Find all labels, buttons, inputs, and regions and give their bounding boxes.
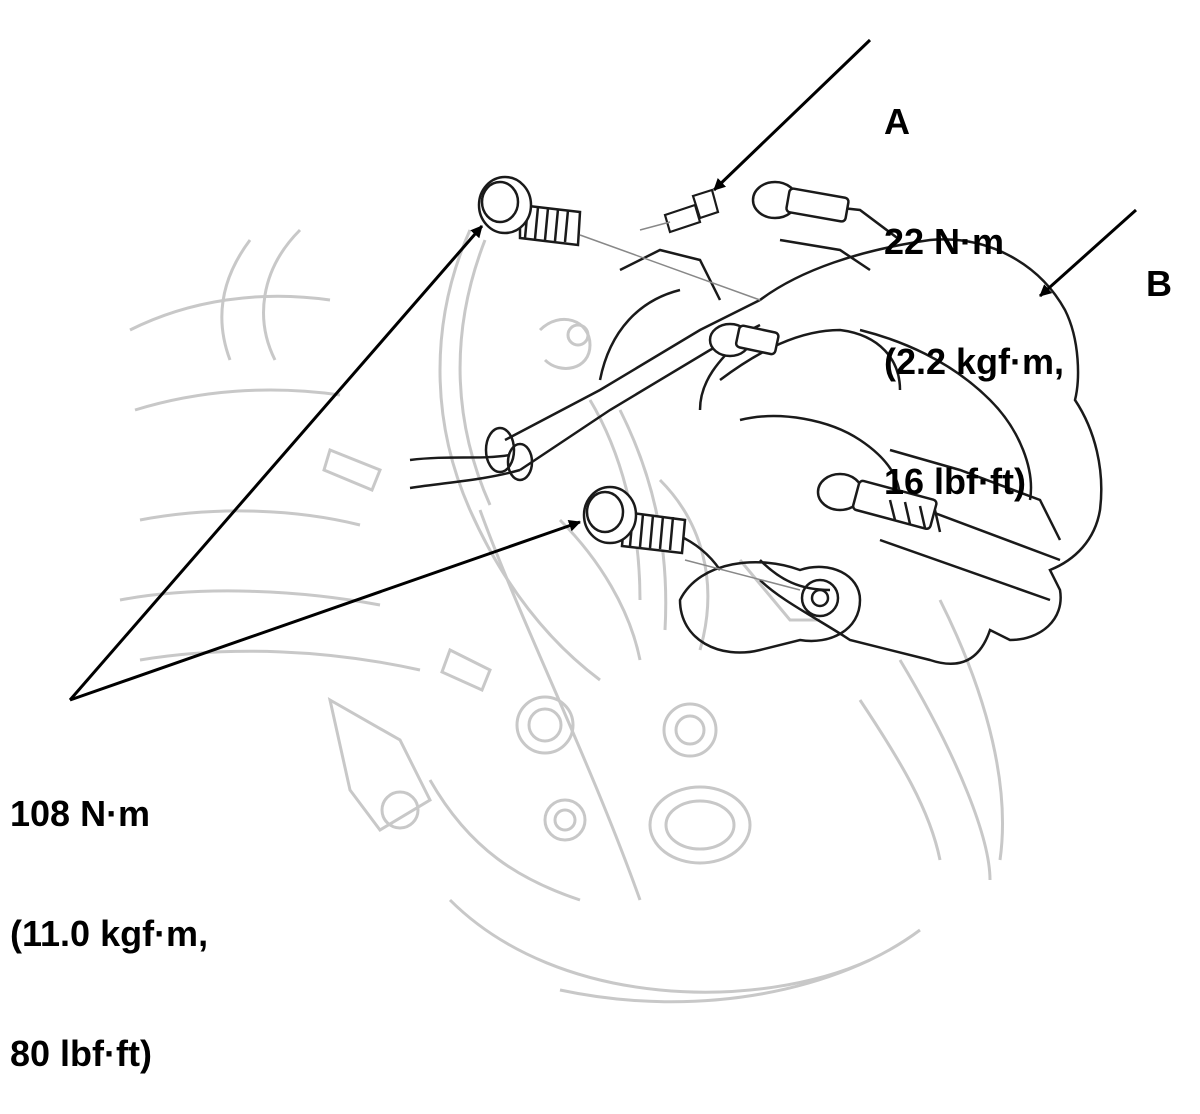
mounting-bolt-torque-kgfm: (11.0 kgf·m, — [10, 913, 209, 954]
knuckle-background — [119, 228, 1004, 1004]
callout-a-torque-kgfm: (2.2 kgf·m, — [884, 341, 1065, 382]
bolt-axis-guides — [579, 221, 801, 591]
bracket-bolt-a — [663, 188, 720, 234]
callout-a-torque-lbfft: 16 lbf·ft) — [884, 461, 1026, 502]
mounting-bolt-torque-lbfft: 80 lbf·ft) — [10, 1033, 152, 1074]
leader-line-b — [1038, 208, 1138, 298]
callout-b: B — [1146, 184, 1172, 344]
leader-line-bolt-lower — [69, 519, 581, 702]
leader-line-bolt-upper — [68, 225, 484, 701]
brake-hose-and-bracket — [409, 248, 761, 490]
mounting-bolt-torque: 108 N·m (11.0 kgf·m, 80 lbf·ft) — [10, 714, 208, 1114]
mounting-bolt-torque-nm: 108 N·m — [10, 793, 151, 834]
callout-b-letter: B — [1146, 263, 1172, 304]
leader-line-a — [712, 38, 872, 192]
mounting-bolt-lower — [582, 485, 687, 555]
callout-a: A 22 N·m (2.2 kgf·m, 16 lbf·ft) — [884, 22, 1064, 542]
caliper-slide-pins — [708, 180, 942, 533]
callout-a-torque-nm: 22 N·m — [884, 221, 1005, 262]
mounting-bolt-upper — [477, 175, 582, 247]
callout-a-letter: A — [884, 101, 910, 142]
brake-caliper-diagram — [68, 38, 1138, 1004]
